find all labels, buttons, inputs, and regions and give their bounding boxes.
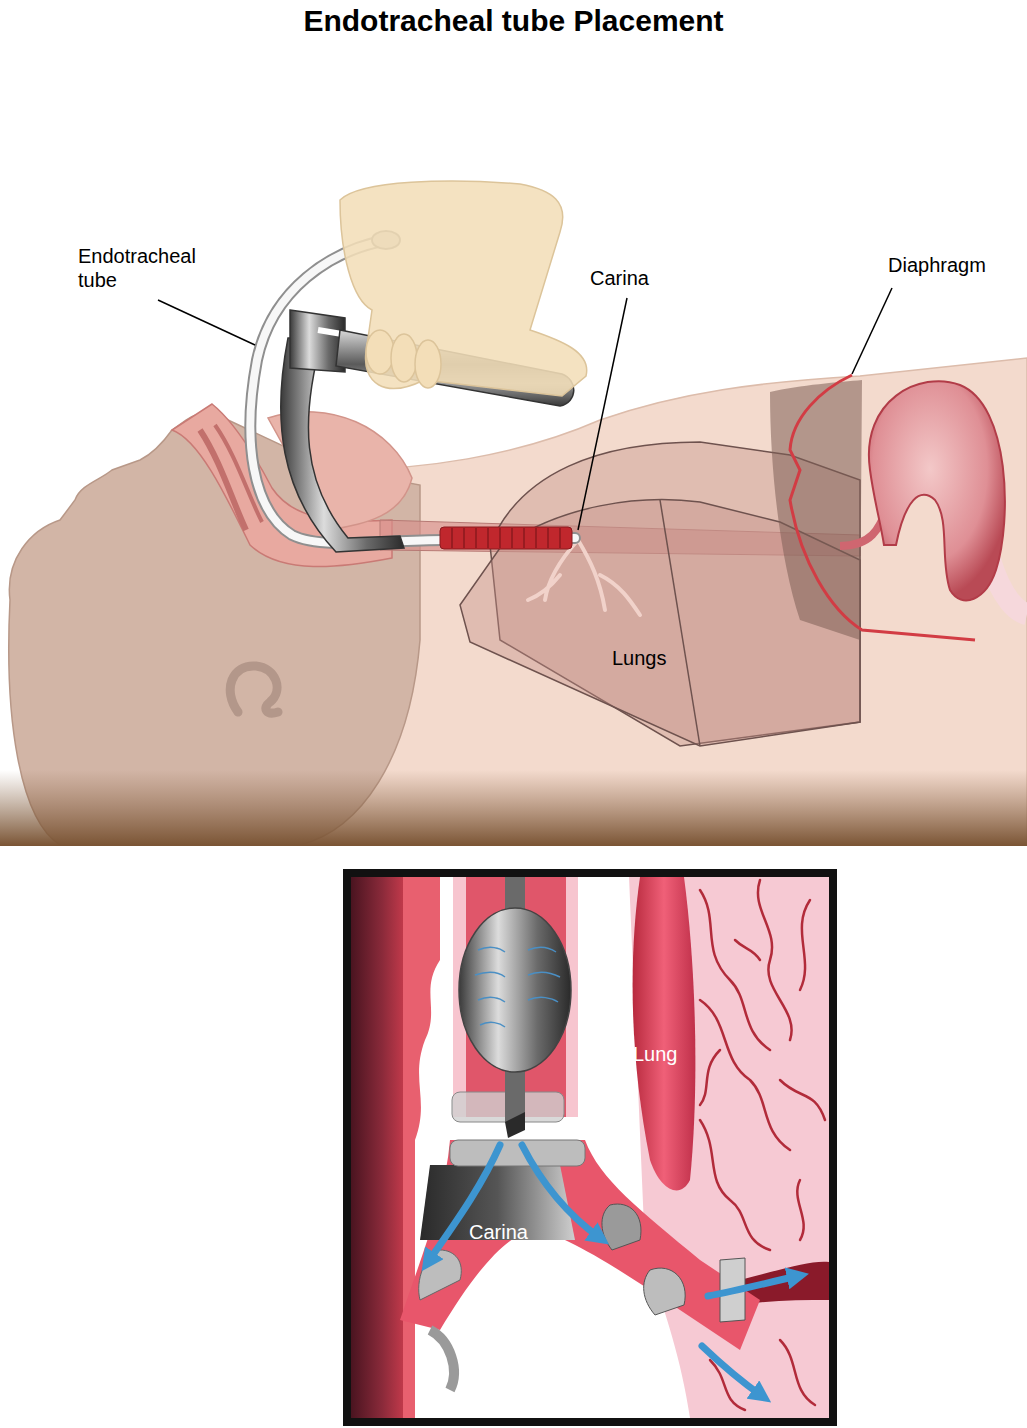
laryngoscope-hand [281, 181, 587, 552]
diagram-title: Endotracheal tube Placement [0, 4, 1027, 38]
part-label: Lung [633, 1042, 678, 1066]
part-label: Carina [469, 1220, 528, 1244]
inset-panel [347, 873, 833, 1422]
part-label: Endotracheal tube [78, 244, 228, 292]
stomach-diaphragm [790, 375, 1027, 640]
part-label: Carina [590, 266, 649, 290]
lungs-figure [460, 380, 862, 746]
patient-body [0, 358, 1027, 846]
part-label: Lungs [612, 646, 667, 670]
leader-lines [158, 288, 892, 530]
part-label: Diaphragm [888, 253, 986, 277]
